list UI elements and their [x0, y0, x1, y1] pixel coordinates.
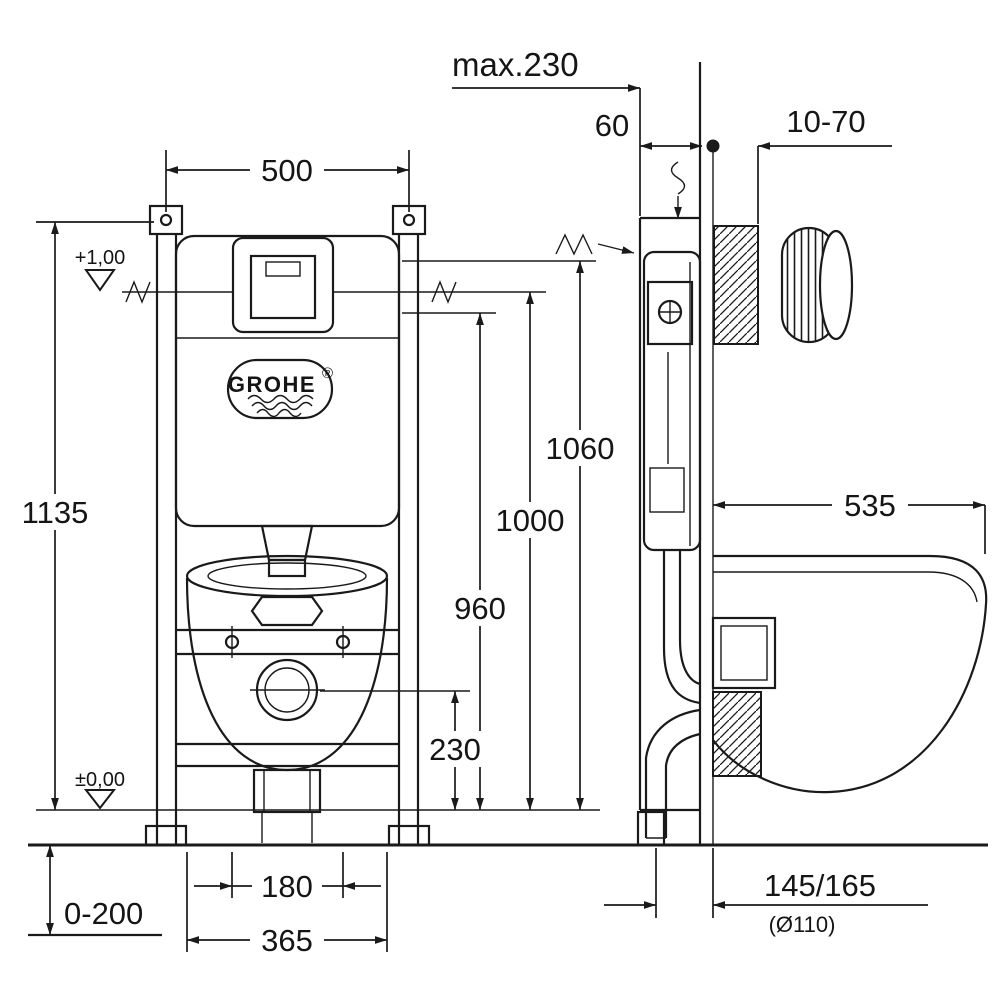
bowl-depth-dimension: 535 — [713, 487, 986, 554]
wall-finish-hatch — [713, 225, 759, 345]
drain-connector-hatch — [712, 691, 762, 777]
level-mark-top: +1,00 — [75, 247, 126, 292]
wall-reference-dot-icon — [706, 139, 720, 153]
flush-plate-side — [713, 225, 854, 345]
top-offset-dimension: 60 — [595, 108, 702, 150]
grohe-wave-icon — [251, 401, 313, 411]
grohe-wave-icon — [247, 394, 314, 404]
height-1000-dimension: 1000 — [488, 292, 572, 810]
break-squiggle-icon — [431, 280, 457, 304]
mounting-bolt-left — [224, 626, 240, 658]
break-squiggle-icon — [125, 280, 151, 304]
frame-rail-right — [387, 204, 431, 847]
dim-bolt-spacing: 180 — [261, 869, 313, 904]
toilet-bowl-front — [185, 554, 389, 843]
height-960-dimension: 960 — [402, 312, 513, 810]
side-view: max.230 60 10-70 535 — [452, 46, 988, 937]
dim-height-1000: 1000 — [496, 503, 565, 538]
dim-height-960: 960 — [454, 591, 506, 626]
grohe-wave-icon — [256, 408, 302, 418]
flush-inlet-symbol — [670, 161, 686, 219]
dim-outlet-height: 230 — [429, 732, 481, 767]
grohe-registered-mark: ® — [322, 365, 333, 382]
label-pipe-diameter: (Ø110) — [769, 912, 836, 937]
plate-range-dimension: 10-70 — [757, 104, 892, 224]
pipes-side — [644, 550, 701, 839]
frame-rail-left — [144, 204, 188, 847]
dim-plate-range: 10-70 — [786, 104, 865, 139]
level-triangle-icon — [83, 789, 117, 810]
dim-max-depth: max.230 — [452, 46, 579, 83]
dim-frame-height: 1135 — [22, 495, 89, 530]
base-width-dimension: 365 — [186, 852, 388, 958]
level-top-label: +1,00 — [75, 247, 126, 269]
drain-elbow — [644, 708, 701, 838]
dim-front-width: 500 — [261, 153, 313, 188]
front-view: GROHE ® — [17, 150, 622, 958]
front-width-dimension: 500 — [165, 150, 410, 212]
float-valve — [649, 467, 685, 513]
floor-adjust-dimension: 0-200 — [28, 845, 162, 937]
dim-top-offset: 60 — [595, 108, 629, 143]
level-zero-label: ±0,00 — [75, 769, 125, 791]
mounting-box — [711, 616, 777, 690]
water-level-line — [122, 280, 546, 304]
cistern-side — [642, 250, 702, 552]
dim-outlet-offset: 145/165 — [764, 868, 876, 903]
outlet-circle — [250, 658, 325, 722]
flush-pipe-front — [250, 524, 324, 627]
max-depth-dimension: max.230 — [452, 46, 641, 216]
frame-height-dimension: 1135 — [17, 221, 154, 810]
level-triangle-icon — [84, 269, 116, 292]
inlet-arrow-icon — [597, 243, 635, 254]
dim-height-1060: 1060 — [546, 431, 615, 466]
break-squiggle-icon — [555, 233, 593, 256]
frame-crossbars — [176, 628, 399, 768]
dim-base-width: 365 — [261, 923, 313, 958]
water-inlet-symbol — [555, 233, 635, 256]
level-mark-zero: ±0,00 — [75, 769, 125, 810]
flush-bend-connector — [250, 595, 324, 627]
flush-plate-front — [231, 236, 335, 334]
break-squiggle-icon — [670, 161, 686, 195]
grohe-logo: GROHE ® — [226, 358, 334, 420]
height-1060-dimension: 1060 — [402, 260, 622, 810]
dim-floor-adjust: 0-200 — [64, 896, 143, 931]
outlet-offset-dimension: 145/165 (Ø110) — [604, 848, 928, 937]
bolt-spacing-dimension: 180 — [194, 852, 381, 904]
frame-side-profile — [636, 216, 700, 847]
toilet-bowl-side — [711, 554, 988, 794]
inspection-box — [646, 280, 694, 346]
dim-bowl-depth: 535 — [844, 488, 896, 523]
grohe-logo-text: GROHE — [228, 372, 316, 397]
outlet-height-dimension: 230 — [320, 690, 486, 810]
mounting-bolt-right — [335, 626, 351, 658]
